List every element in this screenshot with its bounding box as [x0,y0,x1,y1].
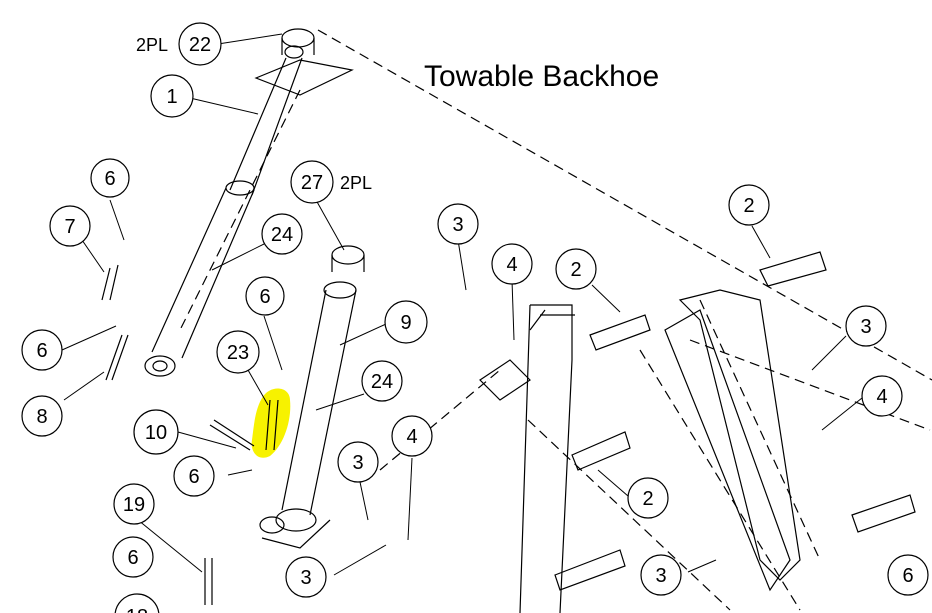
callout-label-3: 3 [655,565,666,587]
backhoe-frame [479,289,801,613]
callout-circle-6 [90,158,130,198]
callout-circle-2 [728,184,770,226]
callout-label-19: 19 [123,494,145,516]
callout-label-3: 3 [452,214,463,236]
callout-circle-3 [337,441,379,483]
callout-label-27: 27 [301,172,323,194]
callout-circle-4 [491,243,533,285]
callout-label-6: 6 [902,565,913,587]
callout-circle-24 [261,213,303,255]
callout-circle-2 [555,248,597,290]
callout-label-2: 2 [570,259,581,281]
callout-label-24: 24 [371,371,393,393]
callout-circle-6 [112,536,154,578]
callout-label-2: 2 [642,488,653,510]
callout-circle-4 [391,415,433,457]
callout-label-3: 3 [860,316,871,338]
callout-circle-6 [245,276,285,316]
highlight-part-23 [251,388,291,458]
callout-circle-3 [437,203,479,245]
callout-circle-3 [845,305,887,347]
callout-label-24: 24 [271,224,293,246]
callout-label-4: 4 [506,254,517,276]
callout-circle-1 [150,74,194,118]
callout-label-6: 6 [259,286,270,308]
callout-circle-3 [285,556,327,598]
callout-circle-10 [133,409,179,455]
cylinder-part-9 [259,245,365,549]
leader-lines [61,33,863,576]
callout-label-7: 7 [64,216,75,238]
callout-label-10: 10 [145,422,167,444]
callout-circle-9 [384,300,428,344]
hose-fittings [101,264,279,605]
callout-label-9: 9 [400,312,411,334]
callout-circle-7 [49,205,91,247]
callout-label-4: 4 [406,426,417,448]
dashed-guide-lines [179,29,932,611]
callout-circle-6 [173,455,215,497]
callout-circle-8 [21,395,63,437]
callout-circle-6 [887,554,929,596]
cylinder-part-1 [144,28,354,377]
callout-circle-27 [290,160,334,204]
callout-label-8: 8 [36,406,47,428]
callout-circle-23 [216,330,260,374]
callout-label-3: 3 [352,452,363,474]
callout-label-6: 6 [36,340,47,362]
callout-note-27: 2PL [340,173,372,193]
callout-circle-18 [114,593,160,613]
callout-label-18: 18 [126,606,148,613]
callout-label-6: 6 [104,168,115,190]
callout-circle-2 [627,477,669,519]
callout-label-6: 6 [188,466,199,488]
callout-circle-3 [640,554,682,596]
callout-circle-24 [361,360,403,402]
callout-circle-6 [21,329,63,371]
callout-label-1: 1 [166,86,177,108]
callout-label-22: 22 [189,34,211,56]
callout-label-23: 23 [227,342,249,364]
pin-part-2 [554,251,916,591]
callout-note-22: 2PL [136,35,168,55]
diagram-title: Towable Backhoe [424,60,660,93]
callout-label-2: 2 [743,195,754,217]
callout-label-6: 6 [127,547,138,569]
callout-circle-19 [113,483,155,525]
callout-circle-4 [861,375,903,417]
callout-circle-22 [178,22,222,66]
callout-label-4: 4 [876,386,887,408]
callout-label-3: 3 [300,567,311,589]
